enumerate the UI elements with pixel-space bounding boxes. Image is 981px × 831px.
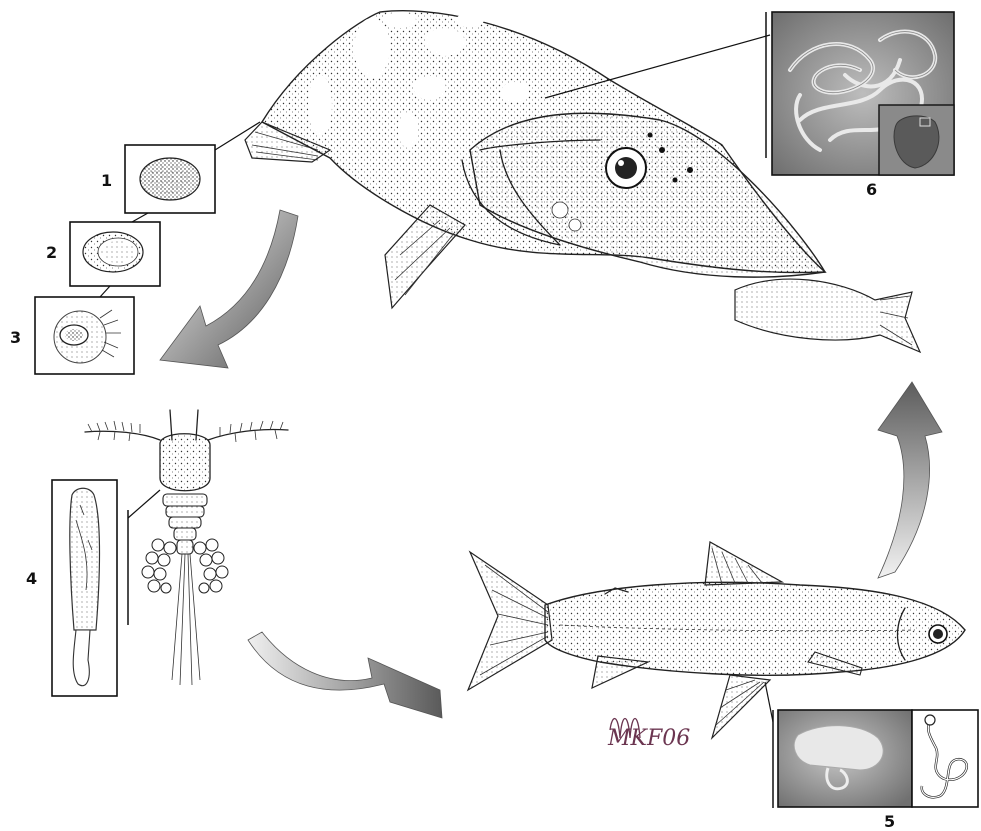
label-5: 5 xyxy=(884,812,895,831)
cycle-arrow-egg-to-copepod xyxy=(160,210,298,368)
inset-plerocercoid-5 xyxy=(773,710,978,808)
inset-adult-worms-6 xyxy=(766,12,954,175)
artist-signature: MKF06 xyxy=(607,719,690,752)
inset-procercoid-4 xyxy=(52,480,117,696)
label-2: 2 xyxy=(46,243,57,262)
label-1: 1 xyxy=(101,171,112,190)
cycle-arrow-copepod-to-fish xyxy=(248,632,442,718)
label-4: 4 xyxy=(26,569,37,588)
cycle-arrow-fish-to-pike xyxy=(878,382,942,578)
inset-coracidium-3 xyxy=(35,297,134,374)
label-3: 3 xyxy=(10,328,21,347)
label-6: 6 xyxy=(866,180,877,199)
inset-egg-1 xyxy=(125,145,215,213)
inset-egg-2 xyxy=(70,222,160,286)
